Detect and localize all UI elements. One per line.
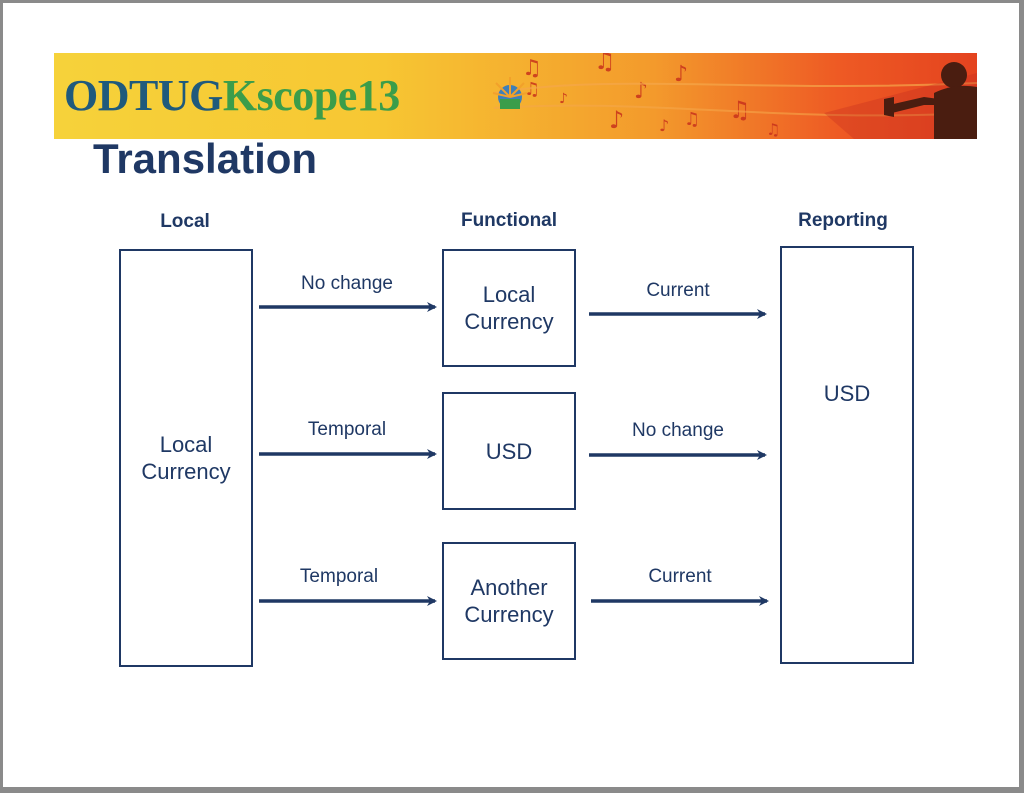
column-header-reporting: Reporting bbox=[798, 210, 888, 231]
functional-box-1-line1: Local bbox=[482, 282, 536, 307]
right-arrow-label-2: No change bbox=[632, 420, 724, 441]
functional-box-3-line2: Currency bbox=[464, 602, 554, 627]
left-arrow-label-1: No change bbox=[301, 273, 393, 294]
slide-title: Translation bbox=[93, 135, 318, 182]
functional-box-usd: USD bbox=[442, 392, 576, 510]
left-arrow-label-2: Temporal bbox=[307, 419, 387, 440]
logo-kscope-text: Kscope13 bbox=[222, 71, 400, 120]
svg-text:♪: ♪ bbox=[609, 106, 624, 134]
left-arrow-label-3: Temporal bbox=[299, 566, 379, 587]
functional-box-1-line2: Currency bbox=[464, 309, 554, 334]
svg-text:♫: ♫ bbox=[729, 96, 751, 124]
svg-text:♪: ♪ bbox=[634, 79, 648, 104]
local-box-line2: Currency bbox=[141, 459, 231, 484]
svg-text:♫: ♫ bbox=[684, 109, 700, 130]
svg-text:♪: ♪ bbox=[559, 91, 568, 107]
flow-arrows bbox=[259, 302, 769, 606]
kscope13-logo: ODTUGKscope13 bbox=[64, 71, 400, 121]
svg-text:♪: ♪ bbox=[659, 116, 669, 135]
svg-text:♫: ♫ bbox=[524, 79, 540, 100]
svg-text:♫: ♫ bbox=[766, 120, 780, 139]
functional-box-2-line1: USD bbox=[485, 438, 533, 464]
svg-text:♪: ♪ bbox=[674, 62, 688, 87]
svg-text:♫: ♫ bbox=[594, 53, 616, 75]
logo-sunburst-icon bbox=[492, 77, 528, 109]
functional-box-3-line1: Another bbox=[470, 575, 548, 600]
logo-odtug-text: ODTUG bbox=[64, 71, 223, 120]
column-header-local: Local bbox=[160, 211, 210, 232]
reporting-box-label: USD bbox=[823, 381, 871, 406]
functional-box-local-currency: Local Currency bbox=[442, 249, 576, 367]
slide: ♫ ♫ ♫ ♪ ♪ ♪ ♪ ♪ ♫ ♫ ♫ bbox=[3, 3, 1019, 787]
reporting-usd-box: USD bbox=[780, 246, 914, 664]
local-currency-box: Local Currency bbox=[119, 249, 253, 667]
functional-box-another-currency: Another Currency bbox=[442, 542, 576, 660]
music-notes-decoration: ♫ ♫ ♫ ♪ ♪ ♪ ♪ ♪ ♫ ♫ ♫ bbox=[493, 53, 977, 139]
conference-banner: ♫ ♫ ♫ ♪ ♪ ♪ ♪ ♪ ♫ ♫ ♫ bbox=[54, 53, 977, 139]
local-box-line1: Local bbox=[159, 432, 213, 457]
right-arrow-label-3: Current bbox=[648, 566, 712, 587]
column-header-functional: Functional bbox=[460, 210, 558, 231]
right-arrow-label-1: Current bbox=[646, 280, 710, 301]
svg-text:♫: ♫ bbox=[522, 56, 542, 81]
